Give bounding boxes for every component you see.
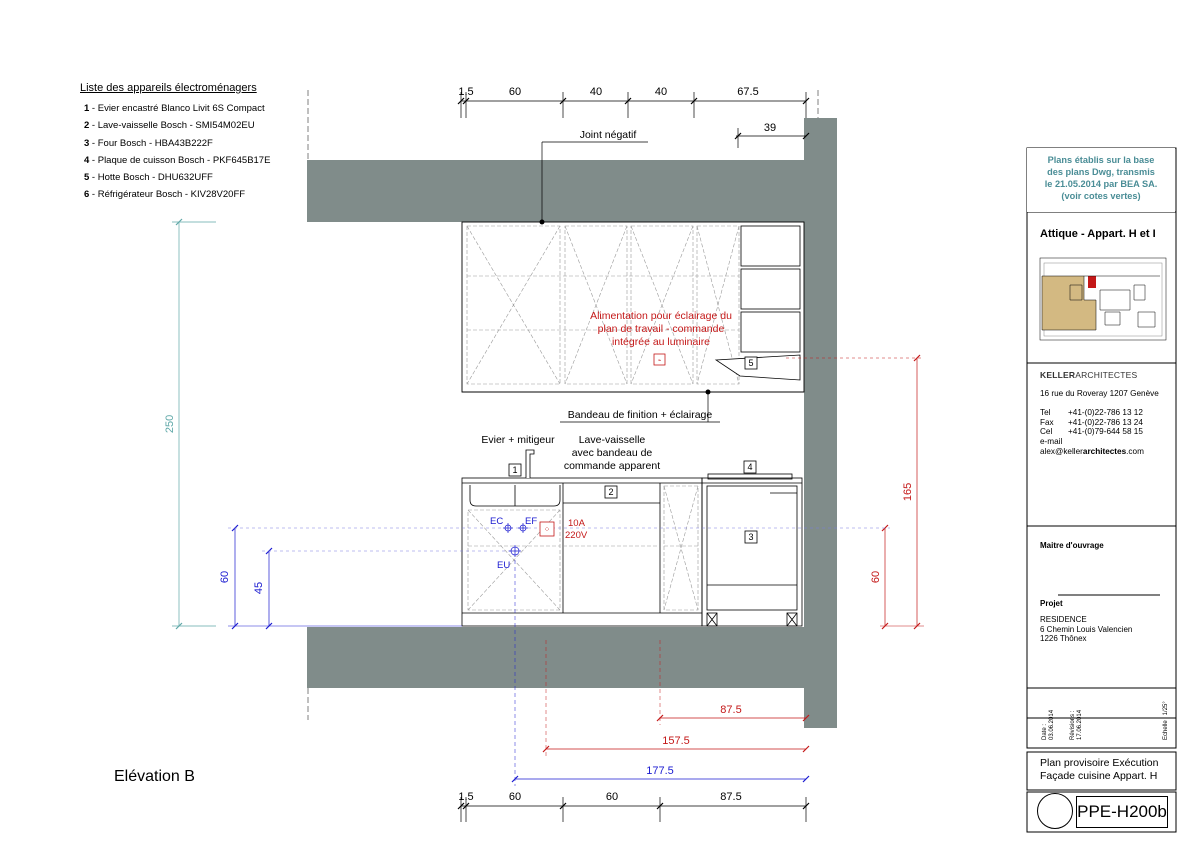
dim-bot-1-5: 1.5 — [458, 791, 473, 803]
legend-title: Liste des appareils électroménagers — [80, 82, 257, 94]
dim-87-5: 87.5 — [720, 704, 741, 716]
lower-cabinets — [461, 449, 803, 627]
legend-item: 2 - Lave-vaisselle Bosch - SMI54M02EU — [84, 120, 255, 132]
dim-top-60: 60 — [509, 86, 521, 98]
appliance-legend: Liste des appareils électroménagers 1 - … — [80, 80, 270, 203]
maitre-ouvrage-label: Maitre d'ouvrage — [1040, 541, 1104, 550]
upper-cabinets — [461, 221, 805, 393]
tag-4: 4 — [747, 462, 752, 472]
floor-slab — [307, 627, 804, 688]
lave-line-3: commande apparent — [564, 460, 660, 472]
svg-text:⁘: ⁘ — [544, 525, 551, 534]
projet-block: Projet RESIDENCE 6 Chemin Louis Valencie… — [1040, 599, 1133, 644]
evier-label: Evier + mitigeur — [481, 434, 555, 446]
eu-label: EU — [497, 560, 510, 571]
legend-item: 5 - Hotte Bosch - DHU632UFF — [84, 172, 213, 184]
date-label: Date :03.06.2014 — [1042, 709, 1055, 740]
attique-label: Attique - Appart. H et I — [1040, 228, 1156, 240]
revision-label: Révisions :17.06.2014 — [1070, 709, 1083, 740]
blue-dimensions: 177.5 60 45 — [219, 524, 890, 786]
appliance-tags: 1 2 3 4 5 — [508, 356, 758, 544]
architect-address: 16 rue du Roveray 1207 Genève — [1040, 388, 1159, 398]
alim-line-3: intégrée au luminaire — [612, 336, 710, 348]
dim-top-40b: 40 — [655, 86, 667, 98]
dim-bot-60a: 60 — [509, 791, 521, 803]
ceiling-slab — [307, 160, 804, 222]
email-link: alex@kellerarchitectes.com — [1040, 446, 1144, 456]
drawing-code: PPE-H200b — [1076, 796, 1168, 828]
source-note: Plans établis sur la base des plans Dwg,… — [1027, 148, 1175, 212]
legend-item: 6 - Réfrigérateur Bosch - KIV28V20FF — [84, 189, 246, 201]
elevation-title: Elévation B — [114, 768, 195, 785]
dim-165: 165 — [902, 483, 914, 501]
tag-1: 1 — [512, 465, 517, 475]
dim-right-60: 60 — [870, 571, 882, 583]
legend-item: 3 - Four Bosch - HBA43B222F — [84, 137, 213, 149]
dim-left-45: 45 — [253, 582, 265, 594]
architect-logo: KELLERARCHITECTES — [1040, 370, 1138, 380]
bandeau-label: Bandeau de finition + éclairage — [568, 409, 713, 421]
dim-157-5: 157.5 — [662, 735, 690, 747]
ec-label: EC — [490, 516, 503, 527]
dim-top-40a: 40 — [590, 86, 602, 98]
teal-dimension: 250 — [164, 218, 216, 630]
dim-top-39: 39 — [764, 122, 776, 134]
svg-text:⌁: ⌁ — [658, 358, 662, 364]
tag-3: 3 — [748, 532, 753, 542]
dim-top-67-5: 67.5 — [737, 86, 758, 98]
joint-label: Joint négatif — [580, 129, 637, 141]
wall-column — [804, 118, 837, 728]
legend-item: 1 - Evier encastré Blanco Livit 6S Compa… — [84, 103, 265, 115]
ef-label: EF — [525, 516, 537, 527]
alim-line-2: plan de travail - commande — [598, 323, 725, 335]
plan-thumbnail — [1039, 257, 1167, 341]
north-circle — [1037, 793, 1073, 829]
tag-2: 2 — [608, 487, 613, 497]
elec-220v: 220V — [565, 530, 588, 541]
dim-left-60: 60 — [219, 571, 231, 583]
alim-line-1: Alimentation pour éclairage du — [590, 310, 732, 322]
lave-line-2: avec bandeau de — [572, 447, 653, 459]
dim-top-1-5: 1.5 — [458, 86, 473, 98]
red-dimensions: 87.5 157.5 165 60 — [542, 354, 924, 756]
elec-10a: 10A — [568, 518, 586, 529]
dim-bot-87-5: 87.5 — [720, 791, 741, 803]
bottom-dimensions: 1.5 60 60 87.5 — [457, 791, 810, 822]
architect-block: KELLERARCHITECTES 16 rue du Roveray 1207… — [1040, 370, 1170, 456]
plan-title: Plan provisoire Exécution Façade cuisine… — [1040, 757, 1159, 782]
annotations: Joint négatif Alimentation pour éclairag… — [481, 129, 732, 571]
dim-bot-60b: 60 — [606, 791, 618, 803]
dim-250: 250 — [164, 415, 176, 433]
tag-5: 5 — [748, 358, 753, 368]
lave-line-1: Lave-vaisselle — [579, 434, 646, 446]
legend-item: 4 - Plaque de cuisson Bosch - PKF645B17E — [84, 154, 271, 166]
top-dimensions: 1.5 60 40 40 67.5 39 — [307, 86, 819, 720]
scale-label: Echelle : 1/25° — [1163, 701, 1169, 740]
dim-177-5: 177.5 — [646, 765, 674, 777]
